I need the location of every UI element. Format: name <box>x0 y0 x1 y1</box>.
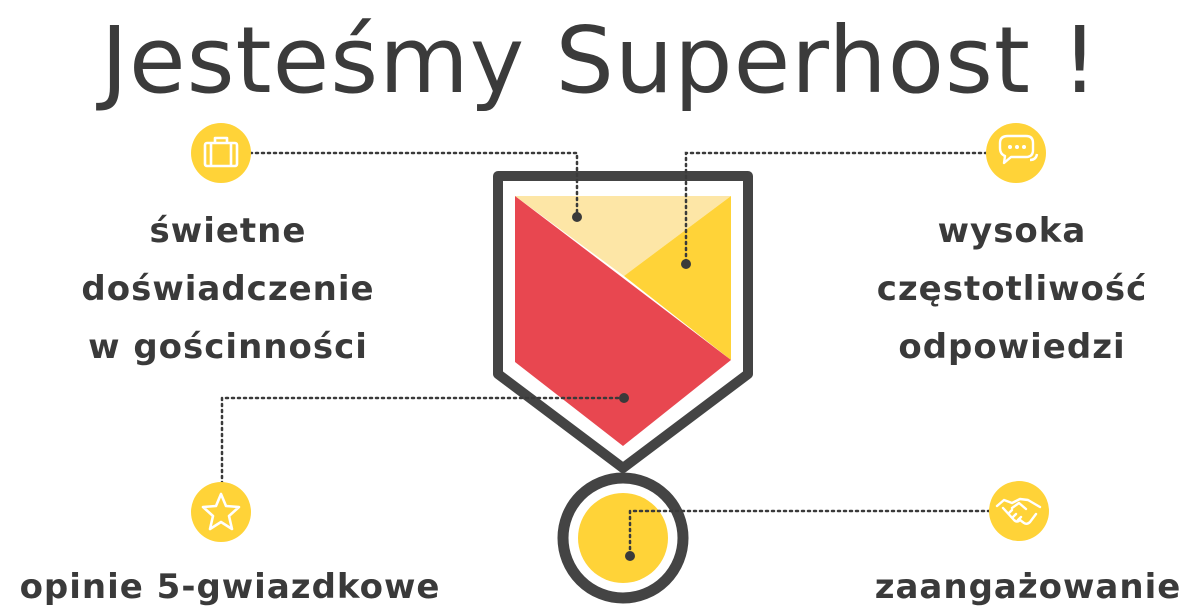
connector-end-dot <box>619 393 629 403</box>
connector-end-dot <box>572 212 582 222</box>
star-icon <box>191 482 251 542</box>
label-line: świetne <box>149 211 307 251</box>
medal <box>557 472 689 604</box>
shield-light-segment <box>515 196 731 276</box>
handshake-icon <box>989 481 1049 541</box>
feature-label-hospitality: świetne doświadczenie w gościnności <box>28 202 428 376</box>
feature-label-reviews: opinie 5-gwiazdkowe <box>0 558 460 616</box>
chat-bubbles-icon <box>986 123 1046 183</box>
label-line: wysoka <box>937 211 1087 251</box>
shield-red-segment <box>515 196 731 446</box>
page-title: Jesteśmy Superhost ! <box>100 7 1100 114</box>
label-line: częstotliwość <box>876 269 1148 309</box>
label-line: opinie 5-gwiazdkowe <box>19 567 441 607</box>
medal-core <box>578 493 668 583</box>
shield-badge <box>493 171 753 473</box>
connector-end-dot <box>681 259 691 269</box>
feature-label-commitment: zaangażowanie <box>858 558 1188 616</box>
label-line: odpowiedzi <box>898 327 1126 367</box>
connectors <box>220 151 992 558</box>
connector-end-dot <box>625 551 635 561</box>
feature-label-response-rate: wysoka częstotliwość odpowiedzi <box>812 202 1188 376</box>
connector-top-left <box>248 151 579 219</box>
label-line: w gościnności <box>88 327 368 367</box>
connector-top-right <box>684 151 989 266</box>
suitcase-icon <box>191 123 251 183</box>
label-line: doświadczenie <box>81 269 375 309</box>
shield-outline <box>493 171 753 473</box>
connector-dots <box>572 212 691 561</box>
shield-yellow-segment <box>624 196 731 360</box>
connector-bottom-right <box>628 509 992 558</box>
connector-bottom-left <box>220 396 626 486</box>
label-line: zaangażowanie <box>874 567 1182 607</box>
